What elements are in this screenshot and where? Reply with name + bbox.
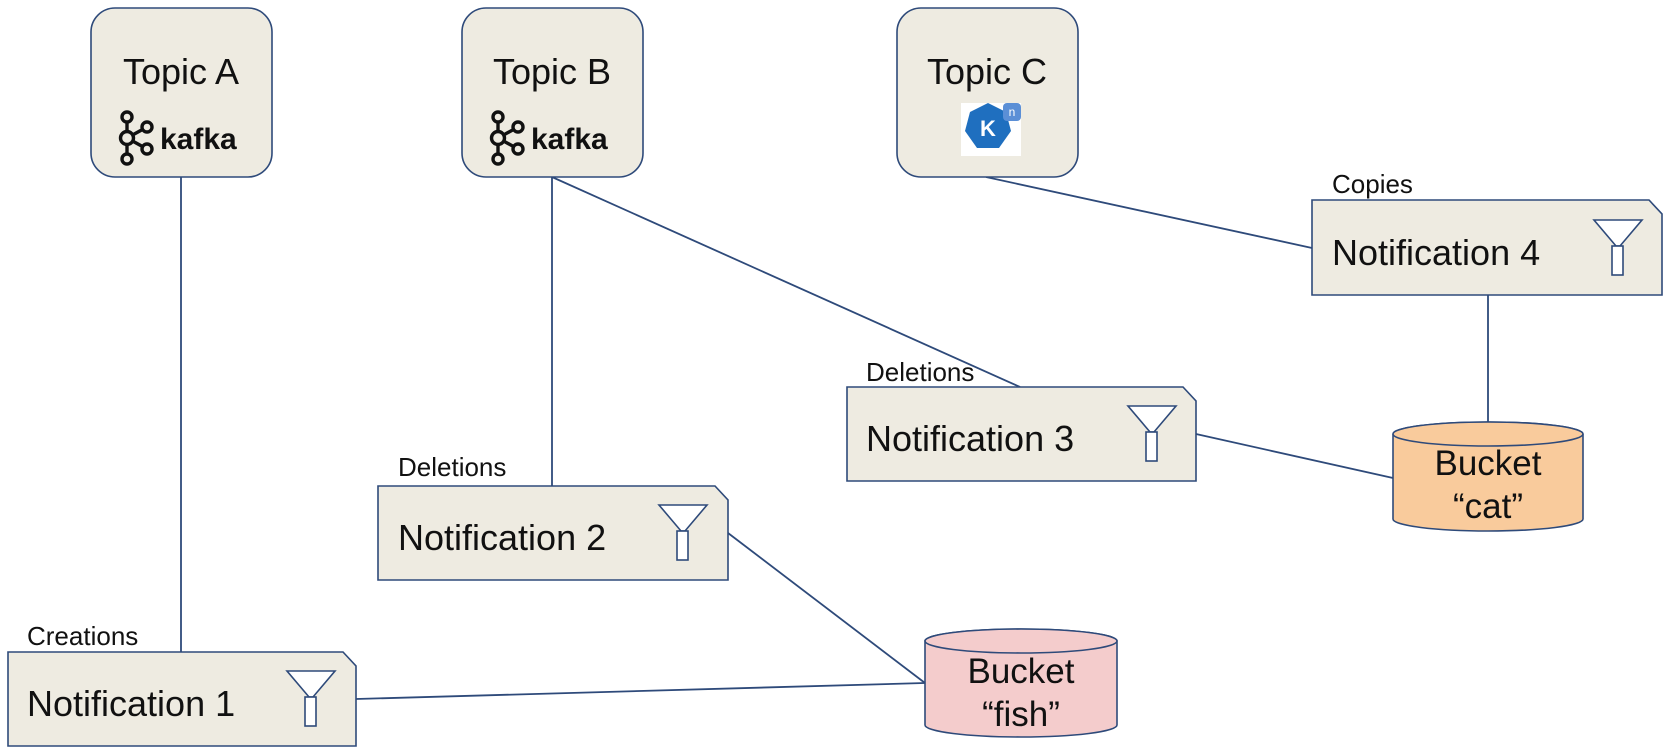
notification-2-title: Notification 2 <box>398 517 606 558</box>
funnel-icon <box>657 504 709 561</box>
notification-2-filter-label: Deletions <box>398 452 506 482</box>
kafka-logo-icon: kafka <box>118 110 237 166</box>
notification-3-filter-label: Deletions <box>866 357 974 387</box>
notification-4-node[interactable]: Copies Notification 4 <box>1311 169 1663 296</box>
kafka-logo-icon: kafka <box>489 110 608 166</box>
connectors <box>180 176 1489 700</box>
funnel-icon <box>1592 219 1644 276</box>
knative-logo-icon: K n <box>961 103 1021 156</box>
knative-logo-text: K <box>980 116 996 141</box>
link-notification-3-bucket-cat <box>1195 433 1394 479</box>
bucket-cat-label-line2: “cat” <box>1453 487 1523 526</box>
svg-text:n: n <box>1009 105 1016 119</box>
bucket-fish-label-line2: “fish” <box>982 695 1060 734</box>
funnel-icon <box>1126 405 1178 462</box>
link-notification-1-bucket-fish <box>355 682 926 700</box>
bucket-fish-label-line1: Bucket <box>968 652 1075 691</box>
notification-4-title: Notification 4 <box>1332 232 1540 273</box>
link-topic-b-notification-3 <box>551 176 1021 388</box>
notification-3-title: Notification 3 <box>866 418 1074 459</box>
bucket-cat-top <box>1392 421 1584 447</box>
topic-a-node[interactable]: Topic A kafka <box>90 7 273 178</box>
topic-b-node[interactable]: Topic B kafka <box>461 7 644 178</box>
kafka-logo-text: kafka <box>160 123 237 156</box>
notification-1-node[interactable]: Creations Notification 1 <box>7 621 357 747</box>
topic-b-title: Topic B <box>493 51 611 92</box>
bucket-fish-top <box>924 628 1118 654</box>
bucket-fish-node[interactable]: Bucket “fish” <box>924 628 1118 738</box>
topic-c-title: Topic C <box>927 51 1047 92</box>
notification-1-filter-label: Creations <box>27 621 138 651</box>
topic-c-node[interactable]: Topic C K n <box>896 7 1079 178</box>
funnel-icon <box>285 670 337 727</box>
bucket-cat-label-line1: Bucket <box>1435 444 1542 483</box>
bucket-cat-node[interactable]: Bucket “cat” <box>1392 421 1584 532</box>
link-notification-2-bucket-fish <box>727 532 926 684</box>
notification-1-title: Notification 1 <box>27 683 235 724</box>
notification-2-node[interactable]: Deletions Notification 2 <box>377 452 729 581</box>
topic-a-title: Topic A <box>123 51 239 92</box>
notification-4-filter-label: Copies <box>1332 169 1413 199</box>
kafka-logo-text: kafka <box>531 123 608 156</box>
notification-3-node[interactable]: Deletions Notification 3 <box>846 357 1197 482</box>
link-topic-c-notification-4 <box>985 176 1313 249</box>
